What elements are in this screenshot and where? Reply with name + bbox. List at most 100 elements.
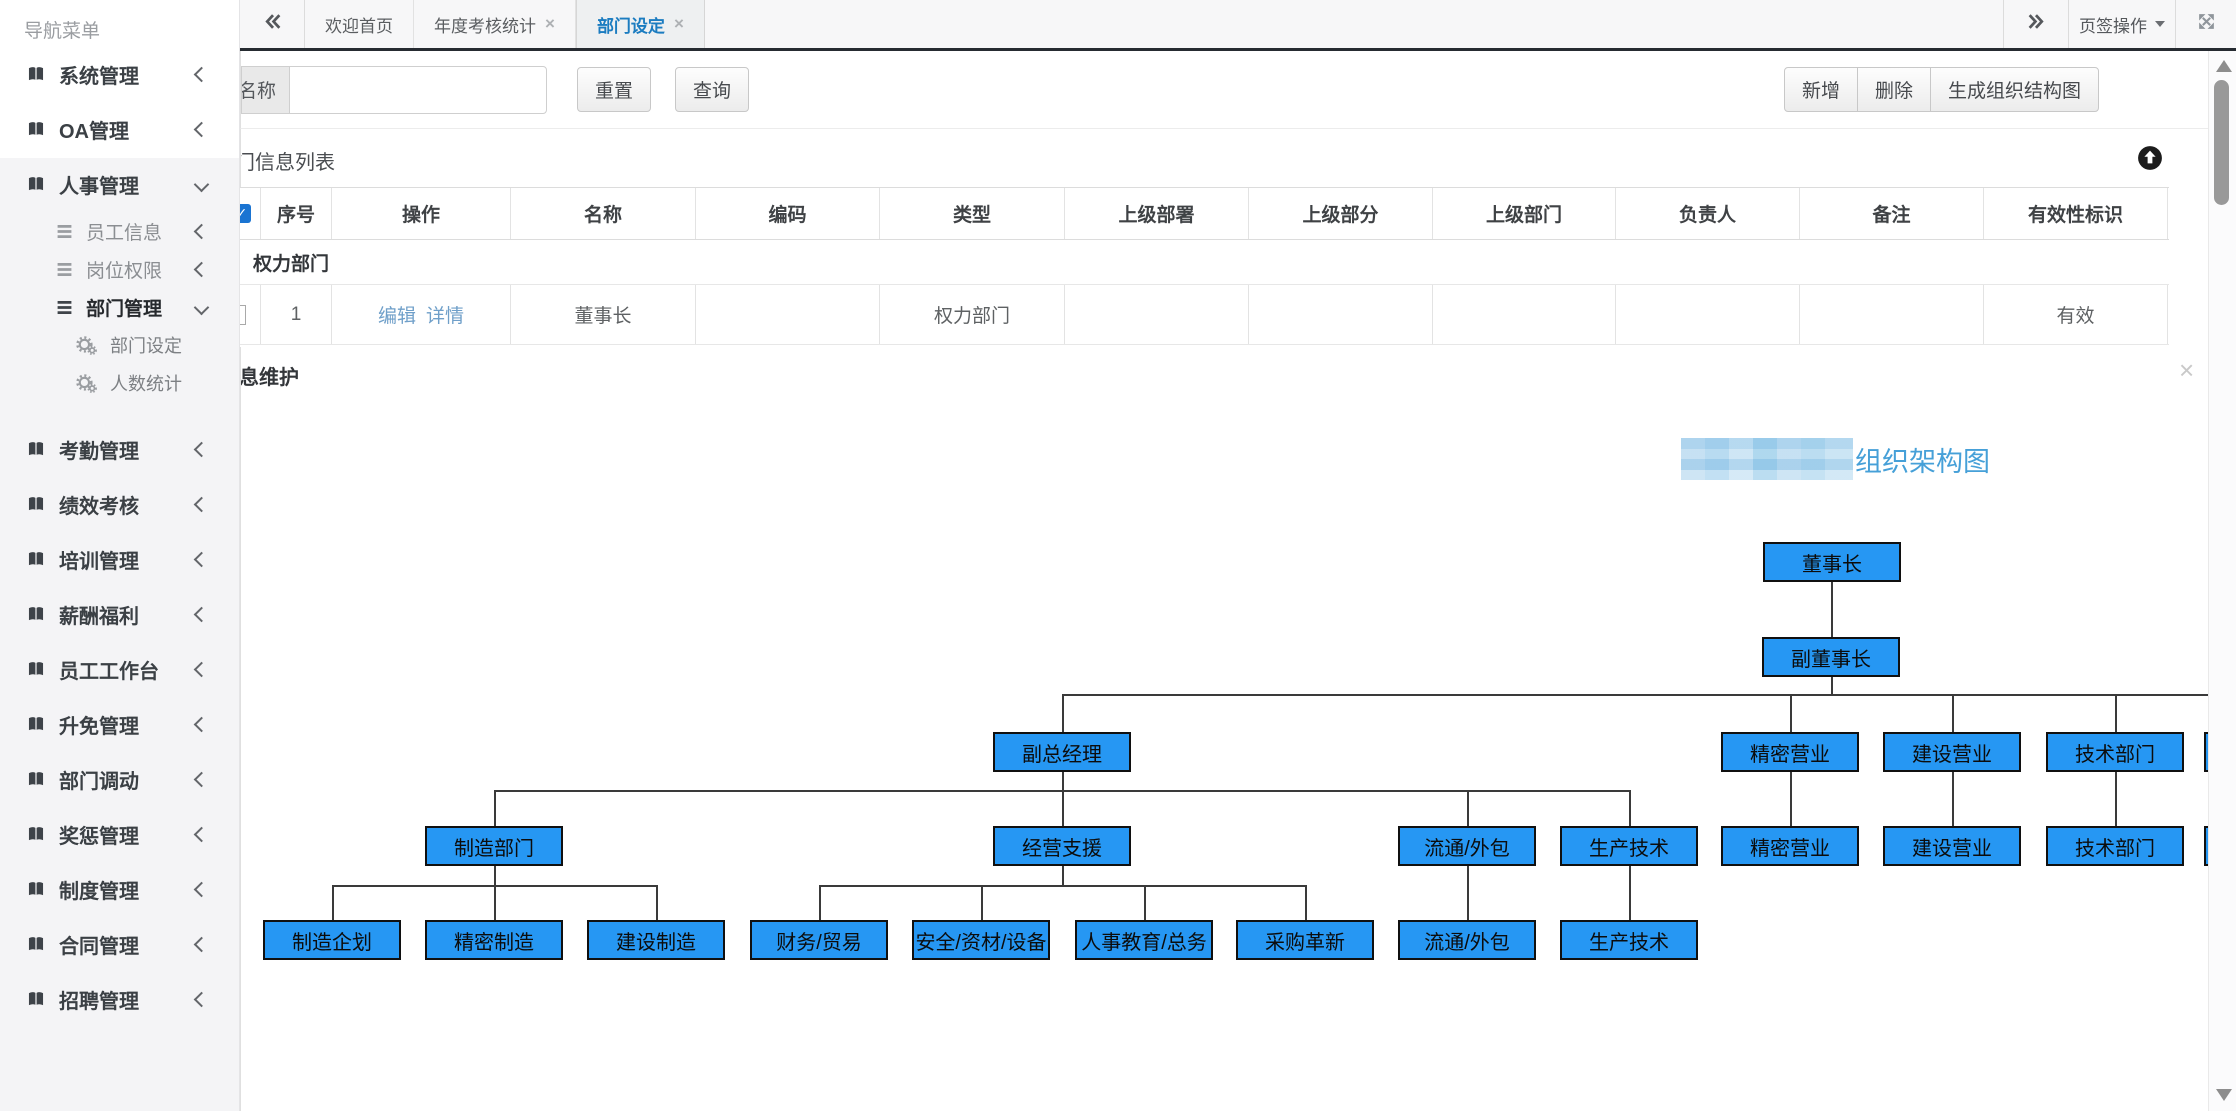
column-header-编码: 编码 — [696, 188, 880, 239]
tab-bar: 欢迎首页 年度考核统计× 部门设定 × 页签操作 — [240, 0, 2236, 51]
编辑-link[interactable]: 编辑 — [377, 306, 416, 327]
generate-org-chart-button[interactable]: 生成组织结构图 — [1929, 67, 2099, 112]
sidebar-item-岗位权限[interactable]: 岗位权限 — [0, 250, 239, 288]
sidebar-item-制度管理[interactable]: 制度管理 — [0, 862, 239, 917]
table-cell: 1 — [261, 285, 332, 344]
sidebar-item-绩效考核[interactable]: 绩效考核 — [0, 477, 239, 532]
chevron-left-icon — [193, 441, 210, 458]
sidebar-item-招聘管理[interactable]: 招聘管理 — [0, 972, 239, 1027]
sidebar-item-员工工作台[interactable]: 员工工作台 — [0, 642, 239, 697]
sidebar-item-薪酬福利[interactable]: 薪酬福利 — [0, 587, 239, 642]
sidebar-item-员工信息[interactable]: 员工信息 — [0, 212, 239, 250]
tab-年度考核统计[interactable]: 年度考核统计× — [414, 0, 576, 48]
sidebar-item-系统管理[interactable]: 系统管理 — [0, 47, 239, 102]
chevron-left-icon — [193, 66, 210, 83]
tabs-scroll-left-button[interactable] — [240, 0, 305, 48]
row-actions-cell: 编辑详情 — [332, 285, 511, 344]
org-node-制造企划: 制造企划 — [263, 920, 401, 960]
org-connector-line — [819, 885, 1305, 887]
tab-label: 部门设定 — [596, 16, 665, 36]
query-button[interactable]: 查询 — [675, 67, 750, 112]
caret-down-icon — [2155, 21, 2165, 27]
table-cell: 权力部门 — [880, 285, 1065, 344]
table-cell: 董事长 — [511, 285, 696, 344]
sidebar-item-升免管理[interactable]: 升免管理 — [0, 697, 239, 752]
sidebar-item-OA管理[interactable]: OA管理 — [0, 102, 239, 157]
chevron-left-icon — [193, 606, 210, 623]
org-node-制造部门: 制造部门 — [425, 826, 563, 866]
org-connector-line — [1831, 676, 1833, 694]
tab-label: 欢迎首页 — [325, 16, 393, 36]
org-connector-line — [494, 790, 496, 826]
详情-link[interactable]: 详情 — [426, 306, 465, 327]
scrollbar-thumb[interactable] — [2214, 80, 2229, 205]
org-chart-title-text: 组织架构图 — [1855, 446, 1990, 477]
select-all-checkbox[interactable]: ✓ — [240, 204, 251, 223]
tab-operations-label: 页签操作 — [2079, 16, 2147, 36]
sidebar-item-label: 员工工作台 — [59, 661, 159, 683]
sidebar-item-label: 合同管理 — [59, 936, 139, 958]
org-node-副总经理: 副总经理 — [993, 732, 1131, 772]
add-button[interactable]: 新增 — [1783, 67, 1858, 112]
sidebar-item-部门调动[interactable]: 部门调动 — [0, 752, 239, 807]
org-connector-line — [332, 885, 334, 920]
org-chart-title: 组织架构图 — [1681, 438, 1990, 480]
sidebar-item-培训管理[interactable]: 培训管理 — [0, 532, 239, 587]
org-connector-line — [2115, 771, 2117, 826]
tab-close-icon[interactable]: × — [545, 14, 555, 33]
delete-button[interactable]: 删除 — [1856, 67, 1931, 112]
sidebar-item-奖惩管理[interactable]: 奖惩管理 — [0, 807, 239, 862]
sidebar-item-部门设定[interactable]: 部门设定 — [0, 326, 239, 364]
sidebar-item-label: 部门管理 — [86, 298, 163, 320]
chevron-left-icon — [193, 771, 210, 788]
search-input[interactable] — [289, 65, 548, 114]
reset-button[interactable]: 重置 — [577, 67, 652, 112]
org-connector-line — [819, 885, 821, 920]
org-connector-line — [1790, 771, 1792, 826]
org-connector-line — [494, 866, 496, 885]
collapse-panel-button[interactable] — [2137, 145, 2163, 171]
row-checkbox[interactable] — [240, 304, 246, 325]
list-panel-header: 部门信息列表 — [240, 128, 2236, 187]
fullscreen-toggle-button[interactable] — [2175, 0, 2236, 48]
sidebar-item-label: 人事管理 — [59, 176, 139, 198]
org-connector-line — [1467, 790, 1469, 826]
column-header-备注: 备注 — [1800, 188, 1984, 239]
sidebar-item-考勤管理[interactable]: 考勤管理 — [0, 422, 239, 477]
tab-欢迎首页[interactable]: 欢迎首页 — [305, 0, 414, 48]
sidebar-item-人数统计[interactable]: 人数统计 — [0, 364, 239, 402]
tabs-strip: 欢迎首页 年度考核统计× 部门设定 × — [305, 0, 705, 48]
close-detail-panel-button[interactable]: × — [2179, 355, 2195, 385]
sidebar-item-label: 奖惩管理 — [59, 826, 139, 848]
gears-icon — [76, 373, 97, 393]
tab-部门设定[interactable]: 部门设定 × — [575, 0, 705, 48]
org-connector-line — [1790, 694, 1792, 732]
org-node-精密制造: 精密制造 — [425, 920, 563, 960]
org-node-建设营业: 建设营业 — [1883, 826, 2021, 866]
org-node-精密营业: 精密营业 — [1721, 732, 1859, 772]
tabs-scroll-right-button[interactable] — [2003, 0, 2068, 48]
table-cell — [1616, 285, 1800, 344]
tab-operations-dropdown[interactable]: 页签操作 — [2068, 0, 2175, 48]
org-connector-line — [1467, 866, 1469, 920]
sidebar-item-人事管理[interactable]: 人事管理 — [0, 157, 239, 212]
org-chart: 组织架构图 董事长副董事长副总经理精密营业建设营业技术部门制造部门经营支援流通/… — [240, 402, 2236, 1111]
chevron-left-icon — [193, 826, 210, 843]
row-checkbox-cell — [240, 285, 261, 344]
table-cell: 有效 — [1984, 285, 2168, 344]
sidebar-item-合同管理[interactable]: 合同管理 — [0, 917, 239, 972]
gears-icon — [76, 335, 97, 355]
sidebar-item-label: 绩效考核 — [59, 496, 139, 518]
scroll-down-arrow[interactable] — [2216, 1089, 2232, 1101]
tab-close-icon[interactable]: × — [673, 14, 684, 33]
double-chevron-right-icon — [2027, 12, 2046, 36]
org-connector-line — [1062, 790, 1064, 826]
book-icon — [26, 991, 46, 1008]
chevron-left-icon — [193, 936, 210, 953]
sidebar-item-部门管理[interactable]: 部门管理 — [0, 288, 239, 326]
vertical-scrollbar[interactable] — [2208, 51, 2236, 1111]
scroll-up-arrow[interactable] — [2216, 60, 2232, 72]
